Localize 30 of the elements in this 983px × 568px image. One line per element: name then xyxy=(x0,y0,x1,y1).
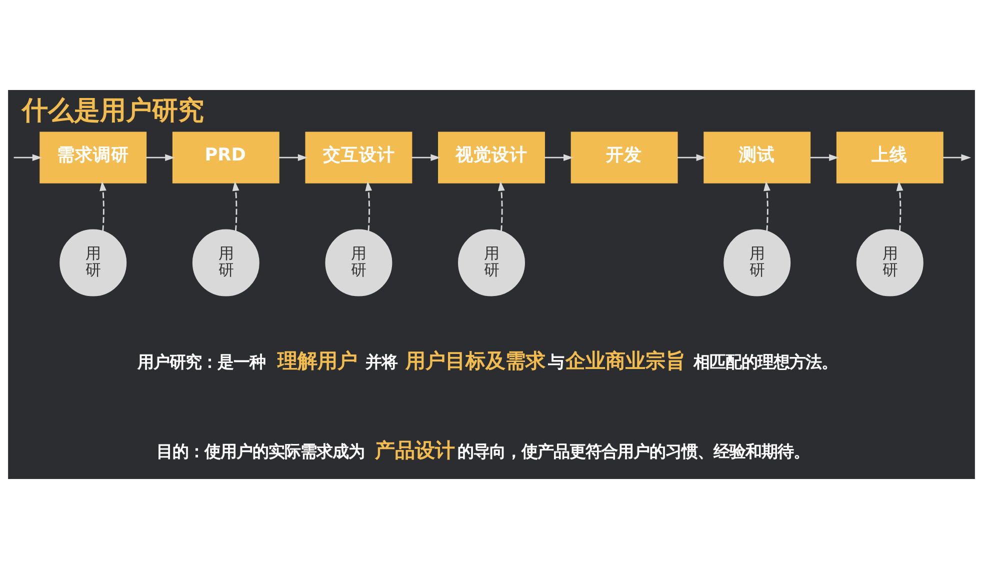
arrow xyxy=(544,154,574,161)
arrow xyxy=(810,154,839,161)
arrow xyxy=(146,154,175,161)
node-circle: 用研 xyxy=(60,228,127,296)
arrow xyxy=(14,154,42,161)
arrow xyxy=(412,154,441,161)
node-box: 视觉设计 xyxy=(438,131,545,183)
node-circle: 用研 xyxy=(325,228,392,296)
diagram-title: 什么是用户研究 xyxy=(22,95,204,126)
node-circle: 用研 xyxy=(458,228,525,296)
node-box: 需求调研 xyxy=(40,131,147,183)
arrow xyxy=(942,154,972,161)
label: 目的：使用户的实际需求成为产品设计的导向，使产品更符合用户的习惯、经验和期待。 xyxy=(156,437,810,462)
arrow xyxy=(365,180,372,231)
node-circle: 用研 xyxy=(856,228,924,296)
arrow xyxy=(677,154,706,161)
node-circle: 用研 xyxy=(724,228,791,296)
arrow xyxy=(896,180,904,231)
node-box: PRD xyxy=(172,131,280,183)
arrow xyxy=(232,180,240,231)
node-box: 开发 xyxy=(570,131,678,183)
arrow xyxy=(764,180,770,231)
arrow xyxy=(278,154,308,161)
arrow xyxy=(498,180,505,231)
node-box: 上线 xyxy=(836,131,944,183)
label: 用户研究：是一种 理解用户 并将 用户目标及需求与企业商业宗旨 相匹配的理想方法。 xyxy=(138,348,838,372)
arrow xyxy=(100,180,106,231)
node-circle: 用研 xyxy=(192,228,260,296)
node-box: 交互设计 xyxy=(305,131,412,183)
node-box: 测试 xyxy=(704,131,811,183)
